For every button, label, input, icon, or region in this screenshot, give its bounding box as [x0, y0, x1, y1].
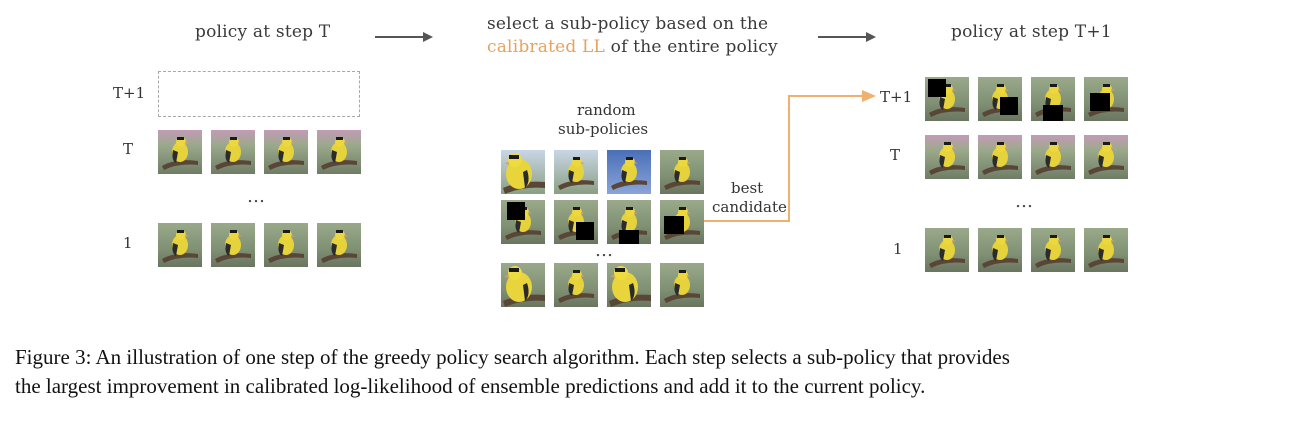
bird-image: [660, 150, 704, 194]
row-label-1: 1: [893, 240, 903, 258]
bird-image: [264, 130, 308, 174]
ellipsis: …: [595, 240, 615, 261]
bird-image: [1031, 135, 1075, 179]
arrow-right-icon: [375, 32, 433, 42]
random-label-line2: sub-policies: [558, 120, 649, 138]
bird-image-cutout: [1084, 77, 1128, 121]
bird-image: [158, 223, 202, 267]
bird-image-cutout: [660, 200, 704, 244]
bird-image: [925, 135, 969, 179]
middle-panel-title-line2: calibrated LL of the entire policy: [487, 37, 778, 57]
bird-image: [1084, 228, 1128, 272]
bird-image: [925, 228, 969, 272]
bird-image: [211, 223, 255, 267]
right-panel-title: policy at step T+1: [951, 22, 1112, 42]
bird-image: [158, 130, 202, 174]
bird-image-cutout: [554, 200, 598, 244]
left-panel-title: policy at step T: [195, 22, 331, 42]
best-candidate-arrow-icon: [704, 90, 876, 222]
bird-image: [660, 263, 704, 307]
ellipsis: …: [1015, 191, 1035, 212]
bird-image: [317, 130, 361, 174]
figure-caption-line1: Figure 3: An illustration of one step of…: [15, 345, 1010, 369]
bird-image-cutout: [925, 77, 969, 121]
bird-image-cutout: [607, 200, 651, 244]
bird-image: [1084, 135, 1128, 179]
arrow-right-icon: [818, 32, 876, 42]
bird-image: [607, 263, 651, 307]
bird-image: [211, 130, 255, 174]
row-label-t: T: [123, 140, 134, 158]
bird-image-cutout: [501, 200, 545, 244]
bird-image: [978, 228, 1022, 272]
bird-image: [1031, 228, 1075, 272]
figure-caption-line2: the largest improvement in calibrated lo…: [15, 374, 926, 398]
bird-image-cutout: [978, 77, 1022, 121]
row-label-1: 1: [123, 234, 133, 252]
bird-image: [264, 223, 308, 267]
bird-image-cutout: [1031, 77, 1075, 121]
empty-policy-slot: [158, 71, 360, 117]
row-label-t: T: [890, 146, 901, 164]
random-label-line1: random: [577, 101, 636, 119]
best-label: best: [731, 179, 764, 197]
row-label-t-plus-1: T+1: [113, 84, 146, 102]
bird-image: [607, 150, 651, 194]
candidate-label: candidate: [712, 198, 787, 216]
bird-image: [554, 263, 598, 307]
calibrated-ll-highlight: calibrated LL: [487, 37, 606, 57]
bird-image: [317, 223, 361, 267]
middle-panel-title-line1: select a sub-policy based on the: [487, 14, 769, 34]
bird-image: [554, 150, 598, 194]
row-label-t-plus-1: T+1: [880, 88, 913, 106]
ellipsis: …: [247, 186, 267, 207]
middle-title-rest: of the entire policy: [605, 37, 778, 57]
bird-image: [501, 263, 545, 307]
bird-image: [978, 135, 1022, 179]
bird-image: [501, 150, 545, 194]
